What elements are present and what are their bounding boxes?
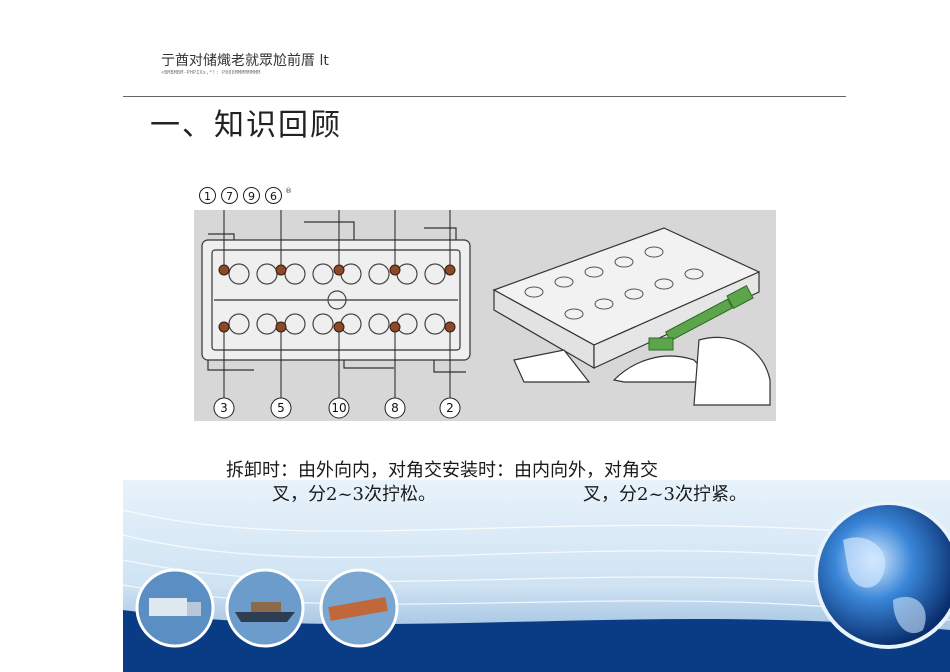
sequence-number: 8 xyxy=(391,401,399,415)
sequence-number: 6 xyxy=(265,187,282,204)
description-line2-right: 叉，分2~3次拧紧。 xyxy=(583,484,747,505)
section-heading: 一、知识回顾 xyxy=(150,108,342,143)
globe-icon xyxy=(814,501,950,649)
header-subtitle: <BMBMBM-PHPIXx,*!: P000MMMMMMMM xyxy=(161,70,261,76)
wrench-icon xyxy=(648,284,754,351)
sequence-number: 7 xyxy=(221,187,238,204)
truck-thumbnail xyxy=(135,568,215,648)
decorative-banner xyxy=(123,480,950,672)
bolt-sequence-top: 1 7 9 6 ® xyxy=(199,187,292,204)
bottom-sequence-markers xyxy=(213,397,461,419)
header-title: 亍酋对储熾老就眾尬前厝 lt xyxy=(161,53,329,69)
sequence-number: 10 xyxy=(331,401,346,415)
train-thumbnail xyxy=(319,568,399,648)
registered-mark: ® xyxy=(285,187,292,195)
cylinder-head-figure: 3 5 10 8 2 xyxy=(194,210,776,421)
sequence-number: 2 xyxy=(446,401,454,415)
sequence-number: 9 xyxy=(243,187,260,204)
sequence-number: 1 xyxy=(199,187,216,204)
sequence-number: 5 xyxy=(277,401,285,415)
cylinder-head-illustration: 3 5 10 8 2 xyxy=(201,210,771,419)
description-line2-left: 叉，分2~3次拧松。 xyxy=(272,484,436,505)
description-line1: 拆卸时：由外向内，对角交安装时：由内向外，对角交 xyxy=(226,460,658,481)
cylinder-head-perspective-view xyxy=(492,227,771,406)
banner-graphic xyxy=(123,480,950,672)
sequence-number: 3 xyxy=(220,401,228,415)
header-divider xyxy=(123,96,846,97)
ship-thumbnail xyxy=(225,568,305,648)
description-text: 拆卸时：由外向内，对角交安装时：由内向外，对角交 叉，分2~3次拧松。 叉，分2… xyxy=(226,459,747,505)
cylinder-head-top-view xyxy=(201,210,471,398)
